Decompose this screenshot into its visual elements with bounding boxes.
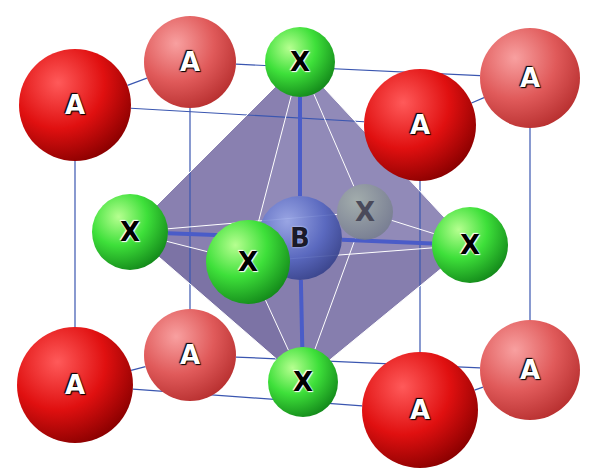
b-x-bond	[298, 97, 302, 196]
ion-label: A	[180, 342, 200, 368]
x-site-ion: X	[268, 347, 338, 417]
cell-edge	[529, 128, 530, 320]
octahedron-edge	[167, 241, 207, 251]
octahedron-edge	[265, 300, 288, 350]
ion-label: A	[65, 92, 85, 118]
ion-label: A	[410, 112, 430, 138]
ion-label: X	[290, 49, 310, 75]
ion-label: X	[355, 199, 375, 225]
ion-label: A	[410, 397, 430, 423]
a-site-ion: A	[364, 69, 476, 181]
b-x-bond	[301, 280, 302, 347]
x-site-ion: X	[265, 27, 335, 97]
ion-label: X	[293, 369, 313, 395]
ion-label: A	[180, 49, 200, 75]
cell-edge	[131, 367, 145, 371]
x-site-ion: X	[206, 220, 290, 304]
ion-label: X	[460, 232, 480, 258]
ion-label: X	[238, 249, 258, 275]
octahedron-edge	[314, 94, 354, 186]
x-site-ion: X	[337, 184, 393, 240]
a-site-ion: A	[17, 327, 133, 443]
octahedron-edge	[330, 269, 441, 360]
ion-label: A	[520, 65, 540, 91]
a-site-ion: A	[144, 309, 236, 401]
ion-label: X	[120, 219, 140, 245]
a-site-ion: A	[144, 16, 236, 108]
octahedron-edge	[392, 220, 434, 233]
ion-label: A	[65, 372, 85, 398]
cell-edge	[471, 98, 484, 103]
a-site-ion: A	[362, 352, 478, 468]
ion-label: B	[290, 225, 310, 251]
b-x-bond	[342, 240, 432, 244]
a-site-ion: A	[19, 49, 131, 161]
x-site-ion: X	[432, 207, 508, 283]
a-site-ion: A	[480, 28, 580, 128]
cell-edge	[74, 161, 75, 327]
ion-label: A	[520, 357, 540, 383]
cell-edge	[127, 78, 146, 85]
cell-edge	[419, 181, 420, 352]
a-site-ion: A	[480, 320, 580, 420]
cell-edge	[189, 108, 190, 309]
cell-edge	[475, 387, 484, 390]
x-site-ion: X	[92, 194, 168, 270]
